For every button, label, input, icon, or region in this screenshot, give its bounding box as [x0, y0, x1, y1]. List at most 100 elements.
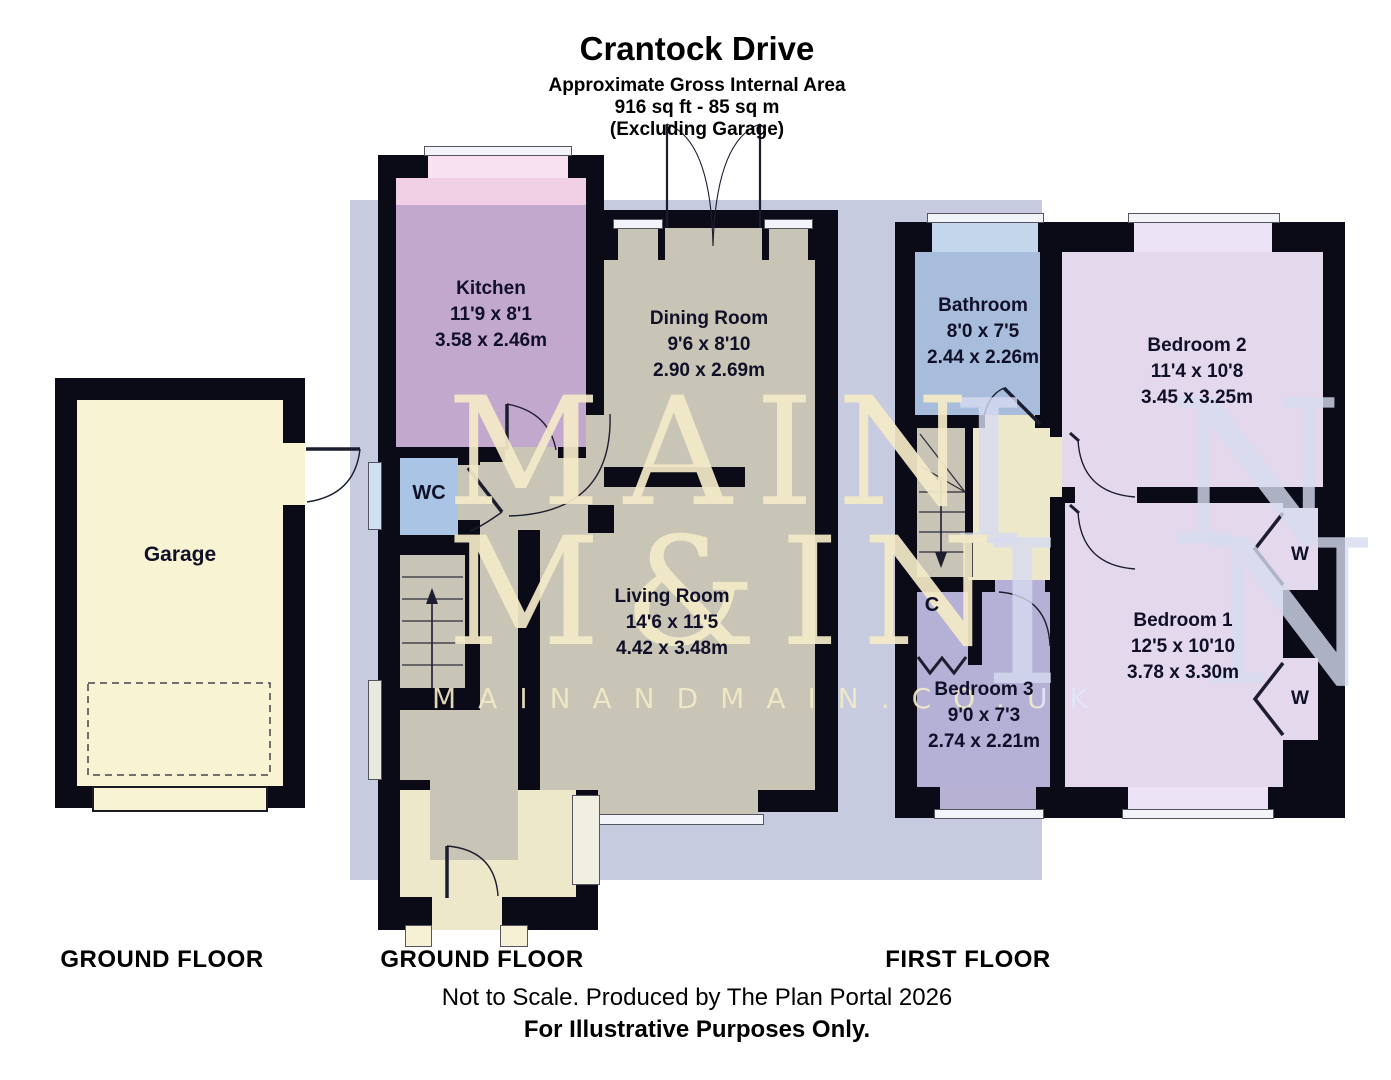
porch-window-left [405, 925, 432, 947]
wc-floor [400, 458, 458, 535]
porch-window-right [500, 925, 528, 947]
living-door-arc [508, 413, 611, 517]
kitchen-window-sill [424, 146, 572, 156]
wc-label: WC [412, 482, 446, 504]
porch-side-window [572, 795, 600, 885]
subtitle-area: Approximate Gross Internal Area [548, 75, 846, 96]
firstfloor-stairs-treads [919, 433, 966, 553]
wardrobe-recess-1 [1283, 508, 1318, 590]
bedroom2-window [1134, 222, 1272, 252]
dining-room-floor [604, 260, 815, 467]
kitchen-door-arc [506, 403, 557, 451]
stairs-landing-divider [965, 428, 973, 577]
subtitle-size: 916 sq ft - 85 sq m [614, 97, 780, 118]
kitchen-name: Kitchen [456, 278, 526, 299]
bedroom2-dims-imperial: 11'4 x 10'8 [1150, 361, 1244, 382]
living-dims-imperial: 14'6 x 11'5 [625, 612, 719, 633]
wardrobe2-bifold-door [1252, 661, 1285, 737]
ground-stairs-arrow-head [426, 588, 438, 604]
dining-window-right-sill [764, 219, 813, 229]
wardrobe1-bifold-door [1252, 511, 1285, 587]
dining-dims-imperial: 9'6 x 8'10 [667, 334, 751, 355]
bedroom2-dims-metric: 3.45 x 3.25m [1141, 387, 1253, 408]
bedroom1-dims-metric: 3.78 x 3.30m [1127, 662, 1239, 683]
wc-window [368, 462, 382, 530]
dining-window-right [769, 228, 808, 260]
front-door-gap [432, 897, 502, 930]
firstfloor-stairs-arrow-head [935, 552, 947, 568]
bathroom-floor [915, 252, 1040, 415]
wc-door-arc [469, 511, 503, 532]
bedroom3-dims-metric: 2.74 x 2.21m [928, 731, 1040, 752]
kitchen-floor-upper [396, 178, 586, 205]
wc-door-leaf [466, 466, 504, 514]
bedroom3-window-sill [934, 809, 1044, 819]
garage-door-gap [283, 443, 305, 505]
cupboard-wall [968, 592, 982, 665]
bedroom1-door-stub [1069, 503, 1080, 515]
bathroom-name: Bathroom [938, 295, 1028, 316]
bathroom-door-leaf [1002, 386, 1042, 426]
bathroom-dims-metric: 2.44 x 2.26m [927, 347, 1039, 368]
dining-name: Dining Room [649, 308, 769, 329]
wardrobe2-label: W [1291, 688, 1309, 709]
garage-dashed-area [87, 682, 271, 776]
wardrobe1-label: W [1291, 544, 1309, 565]
bedroom2-door-arc [1077, 439, 1136, 498]
kitchen-window [428, 155, 568, 178]
bedroom1-floor [1065, 503, 1283, 787]
floor-label-ground: GROUND FLOOR [380, 946, 584, 973]
bedroom2-door-stub [1069, 431, 1080, 443]
bedroom3-window [940, 787, 1036, 810]
bedroom2-window-sill [1128, 213, 1280, 223]
hall-lower-floor [400, 710, 518, 780]
footer-disclaimer: Not to Scale. Produced by The Plan Porta… [441, 984, 953, 1011]
bedroom2-label: Bedroom 2 11'4 x 10'8 3.45 x 3.25m [1141, 333, 1253, 411]
subtitle-excluding: (Excluding Garage) [609, 119, 785, 140]
bathroom-door-arc [982, 387, 1005, 424]
living-room-label: Living Room 14'6 x 11'5 4.42 x 3.48m [614, 584, 729, 662]
floor-label-garage: GROUND FLOOR [60, 946, 264, 973]
living-dims-metric: 4.42 x 3.48m [616, 638, 728, 659]
page-title: Crantock Drive [579, 30, 815, 67]
bedroom3-name: Bedroom 3 [934, 679, 1034, 700]
bedroom3-floor [917, 592, 1050, 787]
dining-window-left-sill [613, 219, 663, 229]
landing-floor [968, 428, 1050, 580]
bathroom-window [932, 222, 1038, 252]
french-door-arc-left [666, 123, 714, 247]
living-room-floor [650, 467, 815, 790]
hall-porch-opening [430, 780, 518, 860]
bedroom1-window-sill [1122, 809, 1274, 819]
dining-window-left [618, 228, 658, 260]
kitchen-dims-metric: 3.58 x 2.46m [435, 330, 547, 351]
garage-door-arc [306, 448, 361, 503]
garage-floor [77, 400, 283, 786]
garage-name: Garage [143, 543, 217, 566]
front-door-arc [446, 845, 499, 897]
bedroom2-floor [1062, 252, 1323, 487]
wardrobe-recess-2 [1283, 658, 1318, 740]
bathroom-dims-imperial: 8'0 x 7'5 [946, 321, 1020, 342]
bedroom3-door-gap [995, 580, 1045, 592]
bedroom3-dims-imperial: 9'0 x 7'3 [947, 705, 1021, 726]
dining-living-wall [604, 467, 745, 487]
kitchen-floor [396, 205, 586, 447]
cupboard-label: C [924, 594, 940, 616]
bedroom1-window [1128, 787, 1268, 810]
bedroom2-door-gap [1050, 437, 1062, 497]
dining-room-label: Dining Room 9'6 x 8'10 2.90 x 2.69m [650, 306, 768, 384]
cupboard-bifold-door [916, 655, 968, 676]
french-door-arc-right [712, 123, 761, 247]
hall-side-window [368, 680, 382, 780]
bedroom1-label: Bedroom 1 12'5 x 10'10 3.78 x 3.30m [1127, 608, 1239, 686]
bathroom-window-sill [927, 213, 1044, 223]
bedroom1-dims-imperial: 12'5 x 10'10 [1130, 636, 1236, 657]
garage-front-opening [92, 786, 268, 812]
bedroom3-door-arc [998, 591, 1051, 647]
bathroom-door-gap [985, 415, 1035, 428]
living-door-hinge-stub [588, 505, 614, 533]
footer-illustrative: For Illustrative Purposes Only. [523, 1016, 871, 1043]
kitchen-dims-imperial: 11'9 x 8'1 [450, 304, 532, 325]
